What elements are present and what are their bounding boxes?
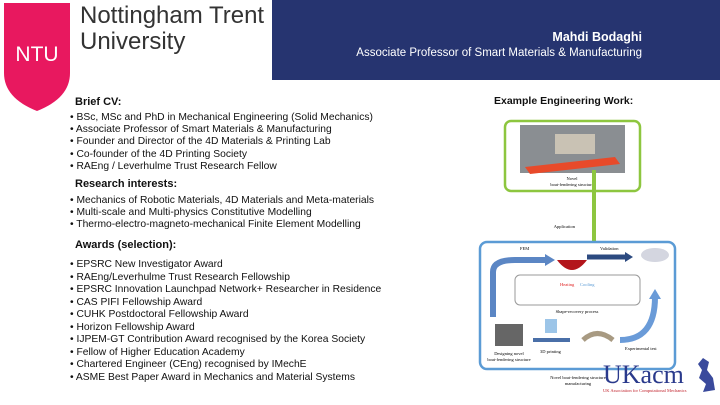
list-item: Co-founder of the 4D Printing Society bbox=[70, 149, 373, 161]
ukacm-logo: UKacm UK Association for Computational M… bbox=[603, 358, 715, 393]
ntu-logo: NTU bbox=[4, 3, 70, 111]
list-item: Associate Professor of Smart Materials &… bbox=[70, 124, 373, 136]
research-list: Mechanics of Robotic Materials, 4D Mater… bbox=[70, 195, 374, 232]
awards-heading: Awards (selection): bbox=[75, 239, 177, 251]
cv-heading: Brief CV: bbox=[75, 96, 122, 108]
example-heading: Example Engineering Work: bbox=[494, 95, 634, 107]
list-item: EPSRC New Investigator Award bbox=[70, 259, 381, 272]
list-item: EPSRC Innovation Launchpad Network+ Rese… bbox=[70, 284, 381, 297]
engineering-diagram: Novel boat-fendering structure Applicati… bbox=[478, 119, 677, 386]
svg-text:boat-fendering structure: boat-fendering structure bbox=[550, 182, 593, 187]
svg-text:Designing novel: Designing novel bbox=[494, 351, 524, 356]
awards-list: EPSRC New Investigator Award RAEng/Lever… bbox=[70, 259, 381, 384]
list-item: RAEng/Leverhulme Trust Research Fellowsh… bbox=[70, 272, 381, 285]
list-item: Thermo-electro-magneto-mechanical Finite… bbox=[70, 219, 374, 231]
list-item: Founder and Director of the 4D Materials… bbox=[70, 136, 373, 148]
svg-text:Heating: Heating bbox=[560, 282, 575, 287]
svg-text:Cooling: Cooling bbox=[580, 282, 595, 287]
list-item: ASME Best Paper Award in Mechanics and M… bbox=[70, 372, 381, 385]
presenter-title: Associate Professor of Smart Materials &… bbox=[356, 47, 642, 59]
list-item: BSc, MSc and PhD in Mechanical Engineeri… bbox=[70, 112, 372, 124]
list-item: Horizon Fellowship Award bbox=[70, 322, 381, 335]
list-item: CAS PIFI Fellowship Award bbox=[70, 297, 381, 310]
list-item: Multi-scale and Multi-physics Constituti… bbox=[70, 207, 374, 219]
svg-text:FEM: FEM bbox=[520, 246, 529, 251]
svg-text:Experimental test: Experimental test bbox=[625, 346, 657, 351]
list-item: Chartered Engineer (CEng) recognised by … bbox=[70, 359, 381, 372]
header-banner: Mahdi Bodaghi Associate Professor of Sma… bbox=[272, 0, 720, 80]
list-item: CUHK Postdoctoral Fellowship Award bbox=[70, 309, 381, 322]
svg-text:NTU: NTU bbox=[15, 43, 58, 66]
svg-text:Novel boat-fendering structure: Novel boat-fendering structure bbox=[550, 375, 605, 380]
svg-text:3D printing: 3D printing bbox=[540, 349, 562, 354]
list-item: RAEng / Leverhulme Trust Research Fellow bbox=[70, 161, 373, 173]
list-item: IJPEM-GT Contribution Award recognised b… bbox=[70, 334, 381, 347]
svg-text:boat-fendering structure: boat-fendering structure bbox=[487, 357, 530, 362]
svg-text:manufacturing: manufacturing bbox=[565, 381, 592, 386]
svg-text:Validation: Validation bbox=[600, 246, 619, 251]
application-arrow bbox=[592, 170, 596, 245]
list-item: Fellow of Higher Education Academy bbox=[70, 347, 381, 360]
svg-text:Novel: Novel bbox=[567, 176, 579, 181]
list-item: Mechanics of Robotic Materials, 4D Mater… bbox=[70, 195, 374, 207]
cv-list: BSc, MSc and PhD in Mechanical Engineeri… bbox=[70, 112, 373, 173]
svg-text:Application: Application bbox=[554, 224, 576, 229]
uk-map-icon bbox=[698, 358, 715, 392]
research-heading: Research interests: bbox=[75, 178, 178, 190]
presenter-name: Mahdi Bodaghi bbox=[552, 30, 642, 44]
svg-text:Shape-recovery process: Shape-recovery process bbox=[556, 309, 599, 314]
